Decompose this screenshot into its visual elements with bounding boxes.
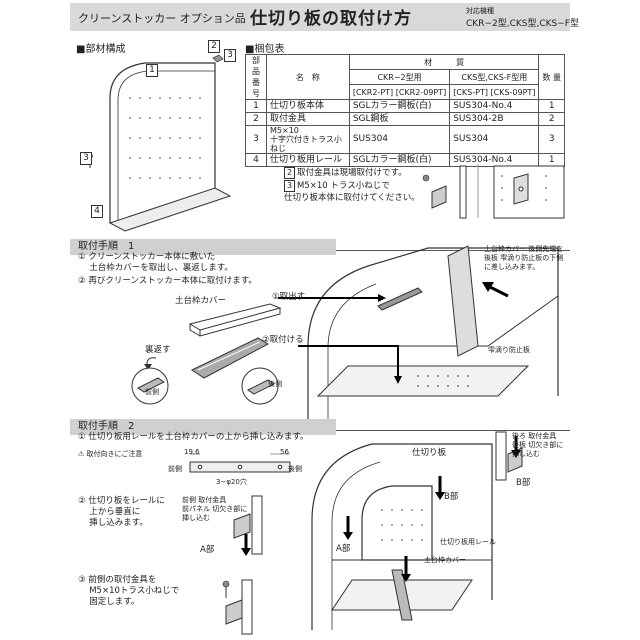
step2-caution: ⚠ 取付向きにご注意 <box>78 450 143 458</box>
partition-label: 仕切り板 <box>412 448 447 458</box>
rail-front-label: 前側 <box>168 465 182 473</box>
table-row: 3 M5×10 十字穴付きトラス小ねじ SUS304 SUS304 3 <box>245 125 565 154</box>
th-ckr-code: [CKR2-PT] [CKR2-09PT] <box>348 84 451 100</box>
step2-item3: ③ 前側の取付金具を M5×10トラス小ねじで 固定します。 <box>78 575 180 607</box>
step1-drip-label: 雫滴り防止板 <box>488 346 530 354</box>
callout-1: 1 <box>146 64 158 77</box>
packing-table: 部品番号 名 称 材 質 数 量 CKR−2型用 CKS型,CKS-F型用 [C… <box>245 54 565 167</box>
detail-b-illustration <box>495 431 523 481</box>
table-row: 2 取付金具 SGL鋼板 SUS304-2B 2 <box>245 112 565 126</box>
step1-stocker-illustration <box>278 245 559 426</box>
step1-cover-label: 土台枠カバー <box>175 296 227 306</box>
step1-attach-label: ②取付ける <box>262 335 304 345</box>
parts-section-label: ■部材構成 <box>76 44 126 55</box>
callout-4: 4 <box>91 205 103 218</box>
page-title: 仕切り板の取付け方 <box>250 9 412 29</box>
step2-stocker-illustration <box>311 443 493 630</box>
step1-rear-label: 後側 <box>268 380 282 388</box>
th-material: 材 質 <box>348 54 540 70</box>
th-qty: 数 量 <box>538 54 565 100</box>
models-list: CKR−2型,CKS型,CKS−F型 <box>466 19 579 29</box>
rail-holes-label: 3−φ20穴 <box>216 478 247 486</box>
step1-rear-note: 土台枠カバー 後側先端を 後板 雫滴り防止板の下側 に差し込みます。 <box>484 245 564 271</box>
a-part-label: A部 <box>200 545 215 555</box>
step1-remove-label: ①取出す <box>272 292 306 302</box>
rail-dimension-illustration <box>189 453 291 473</box>
bracket-detail-illustration <box>422 164 565 219</box>
packing-note-3: 仕切り板本体に取付けてください。 <box>284 193 420 203</box>
detail-a-illustration <box>233 495 263 556</box>
th-ckr: CKR−2型用 <box>348 69 451 85</box>
step2-item1: ① 仕切り板用レールを土台枠カバーの上から挿し込みます。 <box>78 432 309 442</box>
warning-icon: ⚠ <box>78 450 85 458</box>
step1-item1: ① クリーンストッカー本体に敷いた 土台枠カバーを取出し、裏返します。 <box>78 252 233 273</box>
header-band <box>70 3 570 31</box>
th-no: 部品番号 <box>245 54 267 100</box>
callout-2: 2 <box>208 40 220 53</box>
dim-2: 56 <box>280 448 289 456</box>
header-subtitle: クリーンストッカー オプション品 <box>78 12 246 25</box>
detail-a-note: 前側 取付金具 前パネル 切欠き部に 挿し込む <box>182 496 248 522</box>
rail-label: 仕切り板用レール <box>440 538 496 546</box>
step1-item2: ② 再びクリーンストッカー本体に取付けます。 <box>78 276 257 286</box>
a-label: A部 <box>336 544 351 554</box>
step1-band: 取付手順 1 <box>70 234 570 255</box>
th-name: 名 称 <box>266 54 350 100</box>
callout-3b: 3 <box>80 152 92 165</box>
th-cks: CKS型,CKS-F型用 <box>449 69 540 85</box>
rail-rear-label: 後側 <box>288 465 302 473</box>
detail-a-screw-illustration <box>222 579 253 635</box>
models-label: 対応機種 <box>466 7 494 15</box>
detail-b-note: 後ろ 取付金具 後板 切欠き部に 挿し込む <box>512 432 564 458</box>
dim-1: 19.6 <box>184 448 200 456</box>
b-label: B部 <box>444 492 459 502</box>
step1-flip-label: 裏返す <box>145 345 171 355</box>
step2-item2: ② 仕切り板をレールに 上から垂直に 挿し込みます。 <box>78 496 165 528</box>
th-cks-code: [CKS-PT] [CKS-09PT] <box>449 84 540 100</box>
step2-band: 取付手順 2 <box>70 414 570 435</box>
table-row: 1 仕切り板本体 SGLカラー鋼板(白) SUS304-No.4 1 <box>245 99 565 113</box>
step1-cover-illustration <box>131 303 282 405</box>
cover-label: 土台枠カバー <box>424 556 466 564</box>
b-part-label: B部 <box>516 478 531 488</box>
callout-3a: 3 <box>224 49 236 62</box>
packing-label: ■梱包表 <box>245 44 285 55</box>
step1-front-label: 前側 <box>145 388 159 396</box>
